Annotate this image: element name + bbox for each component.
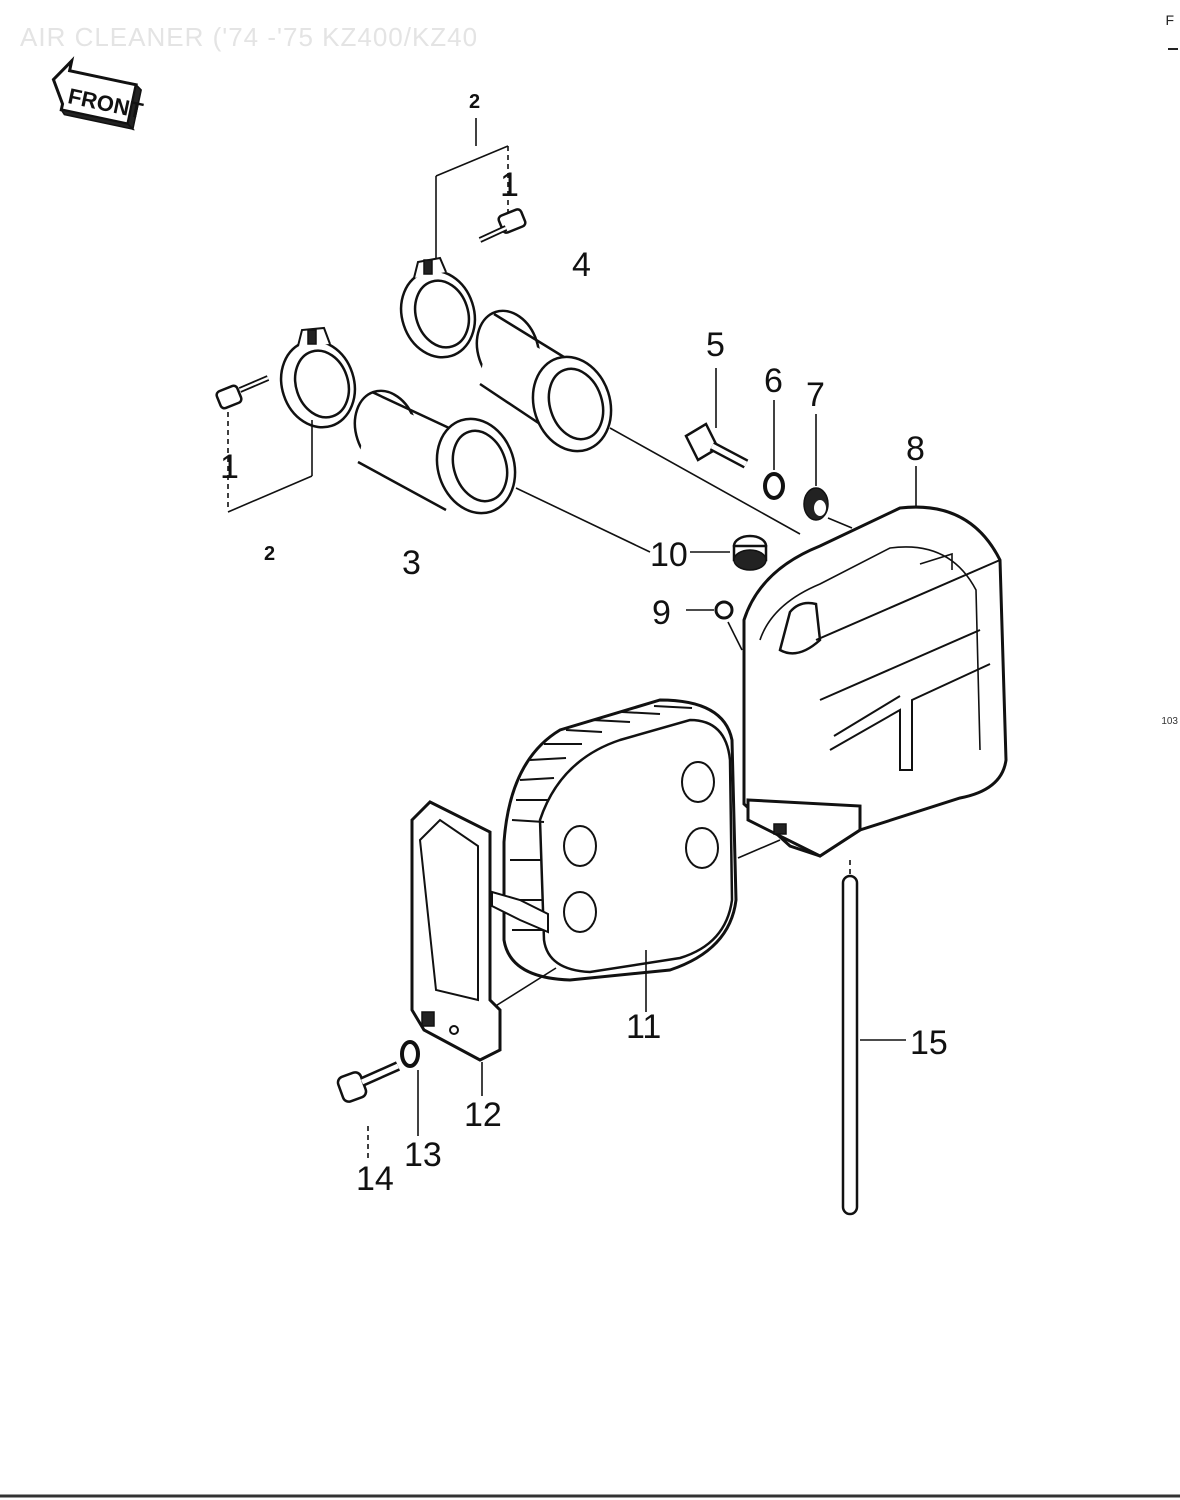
- callout-15: 15: [910, 1024, 948, 1062]
- lower-clamp-bracket-lines: [227, 412, 313, 513]
- upper-clamp-screw: [478, 208, 527, 243]
- clip-alignment-line: [727, 621, 743, 651]
- corner-dash: [1168, 48, 1178, 50]
- part-10-cap: [732, 534, 768, 571]
- callout-6: 6: [764, 362, 783, 400]
- corner-tag: F: [1165, 12, 1174, 28]
- part-11-filter-element: [491, 698, 738, 982]
- callout-1-upper: 1: [500, 166, 519, 204]
- part-13-washer: [400, 1040, 420, 1068]
- callout-2-upper: 2: [469, 91, 480, 113]
- callout-12: 12: [464, 1096, 502, 1134]
- part-3-duct: [353, 389, 517, 515]
- grommet-alignment-line: [827, 517, 853, 529]
- callout-7: 7: [806, 376, 825, 414]
- callout-14: 14: [356, 1160, 394, 1198]
- callout-10: 10: [650, 536, 688, 574]
- part-9-clip: [714, 600, 734, 620]
- part-14-bolt: [336, 1061, 401, 1103]
- callout-11: 11: [626, 1008, 661, 1046]
- part-8-air-cleaner-housing: [742, 505, 1008, 858]
- part-15-rod: [841, 874, 859, 1216]
- diagram-title: AIR CLEANER ('74 -'75 KZ400/KZ40: [20, 22, 479, 52]
- lower-clamp-screw: [215, 375, 270, 410]
- page-ref-tag: 103: [1161, 716, 1178, 727]
- part-5-bolt: [684, 422, 749, 469]
- upper-hose-clamp: [399, 256, 477, 359]
- duct-3-alignment-line: [515, 487, 651, 553]
- callout-9: 9: [652, 594, 671, 632]
- callout-3: 3: [402, 544, 421, 582]
- lower-hose-clamp: [279, 326, 357, 429]
- filter-alignment-line-top: [737, 839, 781, 859]
- callout-5: 5: [706, 326, 725, 364]
- part-4-duct: [475, 309, 613, 453]
- callout-4: 4: [572, 246, 591, 284]
- callout-13: 13: [404, 1136, 442, 1174]
- upper-clamp-bracket-lines: [435, 118, 509, 258]
- filter-alignment-line-bottom: [485, 967, 557, 1013]
- front-direction-badge: FRONT: [51, 56, 146, 131]
- callout-8: 8: [906, 430, 925, 468]
- part-12-cover-plate: [410, 800, 502, 1062]
- duct-4-alignment-line: [609, 427, 801, 535]
- callout-1-lower: 1: [220, 448, 239, 486]
- part-7-grommet: [803, 487, 829, 521]
- part-6-washer: [763, 472, 785, 500]
- callout-2-lower: 2: [264, 543, 275, 565]
